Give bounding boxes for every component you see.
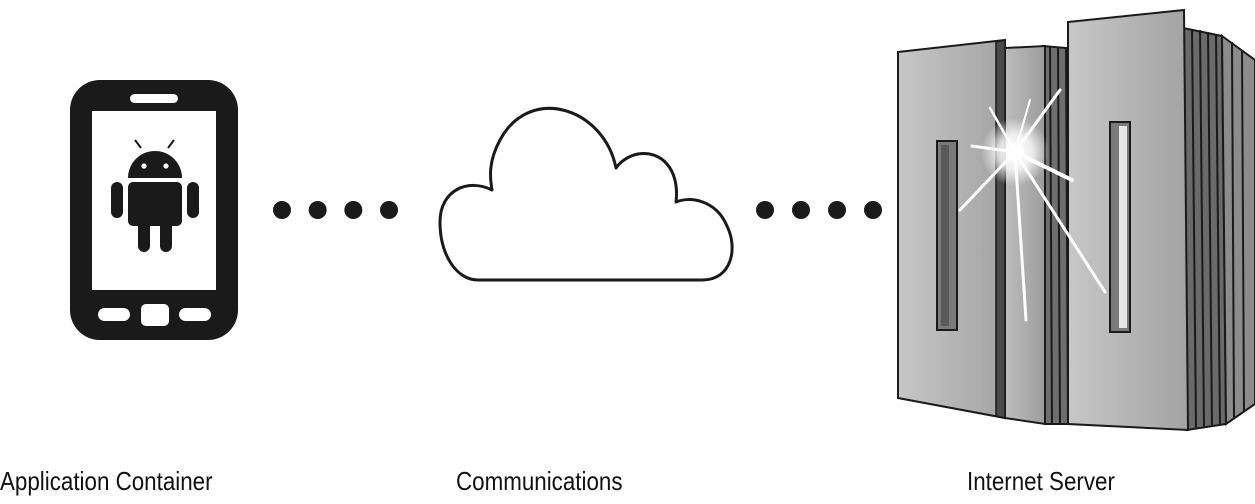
server-icon: [897, 8, 1255, 432]
connector-dot: [344, 201, 363, 219]
connector-dot: [308, 201, 327, 219]
server-flare: [958, 88, 1107, 322]
connector-dot: [756, 201, 774, 219]
phone-caption: Application Container: [0, 466, 213, 496]
server-caption: Internet Server: [967, 466, 1115, 496]
phone-back-key: [98, 308, 130, 321]
cloud-caption: Communications: [456, 466, 623, 496]
connector-phone-cloud: [273, 201, 398, 219]
cloud-icon: [438, 106, 734, 282]
phone-menu-key: [179, 308, 211, 321]
connector-dot: [792, 201, 810, 219]
android-phone-icon: [70, 80, 238, 340]
connector-dot: [273, 201, 291, 219]
android-robot-icon: [111, 139, 199, 252]
connector-dot: [864, 201, 882, 219]
connector-dot: [828, 201, 846, 219]
connector-cloud-server: [756, 201, 882, 219]
phone-home-key: [141, 304, 169, 326]
connector-dot: [380, 201, 398, 219]
phone-speaker: [130, 94, 178, 103]
